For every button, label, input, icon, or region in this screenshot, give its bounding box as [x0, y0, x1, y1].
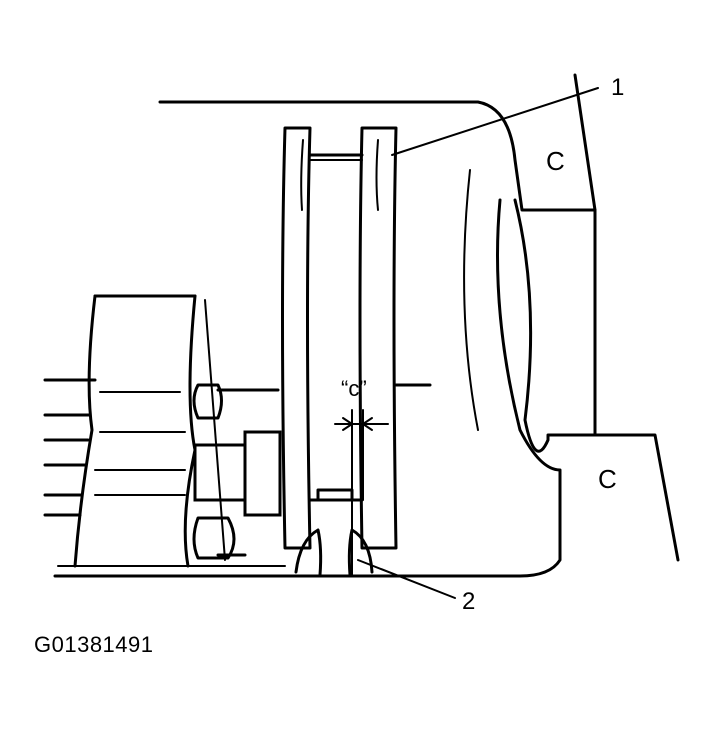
crank-thrust-surface	[294, 409, 374, 577]
engine-block-outline	[53, 73, 680, 578]
callout-2-leader	[357, 559, 456, 599]
casting-mark-upper: C	[546, 146, 565, 176]
clearance-dimension-arrows	[334, 417, 389, 431]
clearance-label: “c”	[341, 376, 367, 401]
callout-label-1: 1	[611, 74, 625, 101]
callout-1-leader	[391, 87, 599, 156]
crankshaft-left-section	[43, 294, 282, 568]
callout-label-2: 2	[462, 588, 476, 615]
casting-mark-lower: C	[598, 464, 617, 494]
thrust-bearing	[281, 126, 432, 550]
figure-id: G01381491	[34, 632, 154, 657]
